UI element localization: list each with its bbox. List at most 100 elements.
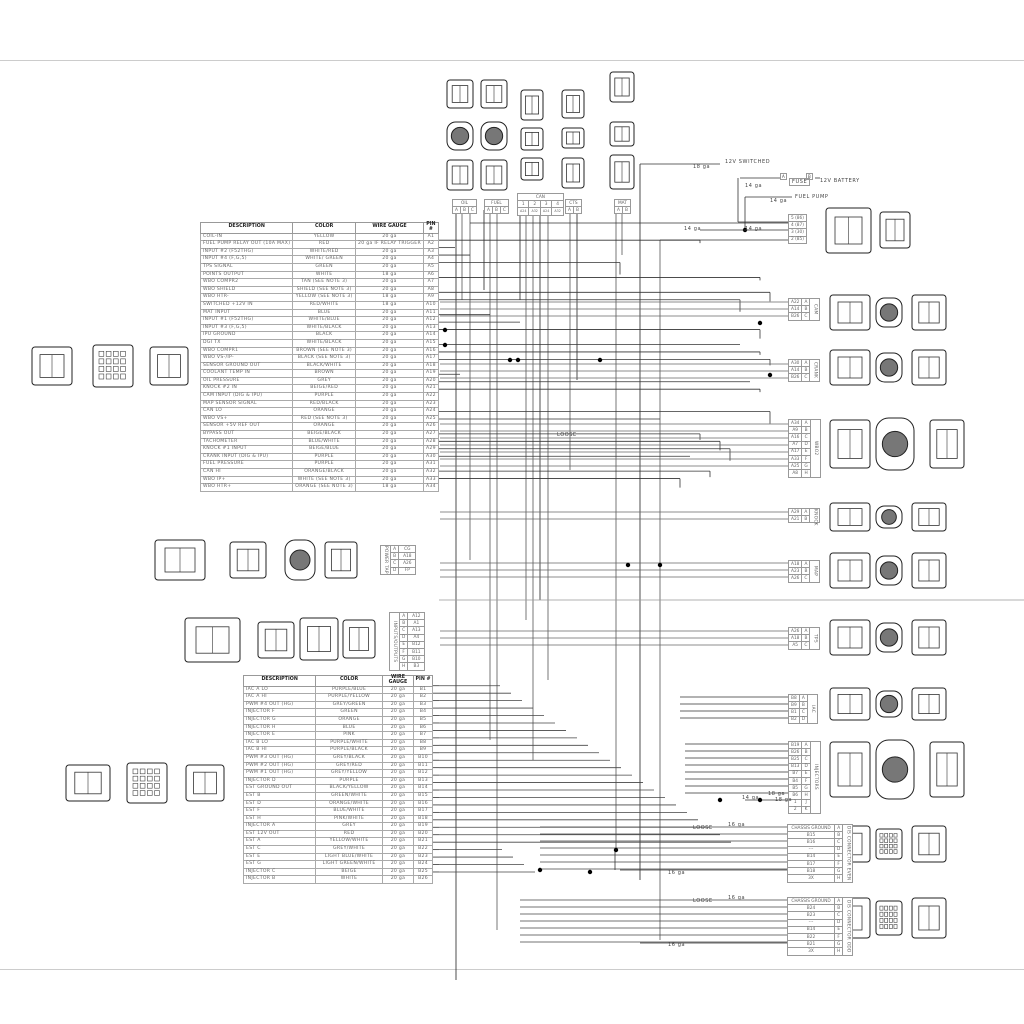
connector-name: OIL: [452, 198, 477, 208]
wire-gauge-cell: 20 ga: [355, 468, 424, 477]
pin-letter: D: [801, 440, 811, 449]
ecu-connector-b-face-part: [154, 768, 160, 775]
pin-source: B17: [787, 859, 835, 869]
wire-gauge-cell: 20 ga: [355, 308, 424, 318]
wire-gauge-cell: 20 ga: [381, 753, 415, 763]
pin-cell: B4: [413, 708, 433, 717]
pin-letter: G: [833, 867, 844, 876]
splice-dot: [442, 327, 448, 333]
pin-source: B26: [787, 748, 803, 757]
ecu-connector-b-face-part: [139, 768, 146, 775]
color-cell: BLACK/WHITE: [292, 361, 357, 371]
description-cell: INJECTOR C: [242, 867, 317, 877]
pin-letter: H: [801, 791, 811, 800]
pin-source: B9: [788, 701, 800, 710]
wire-gauge-cell: 20 ga: [381, 685, 415, 695]
component-connector-face-part: [884, 843, 889, 849]
color-cell: ORANGE/BLACK: [292, 468, 357, 477]
pin-source: ---: [787, 845, 835, 854]
relay-pin: 5 (86): [788, 213, 807, 223]
component-connector-back: [911, 897, 947, 939]
color-cell: BLACK/YELLOW: [315, 784, 383, 793]
component-connector-face-part: [881, 756, 909, 783]
pin-letter: G: [801, 462, 811, 471]
wire-gauge-cell: 20 ga: [381, 761, 415, 771]
relay-pin: 2 (85): [788, 235, 807, 244]
connector-name: TPS: [809, 627, 821, 650]
pin-source: CHASSIS GROUND: [787, 823, 835, 833]
pin-source: A13: [407, 626, 426, 635]
color-cell: LIGHT BLUE/WHITE: [315, 852, 383, 862]
wire-gauge-cell: 18 ga: [355, 270, 424, 280]
ecu-connector-b-face-part: [154, 775, 160, 782]
column-header: COLOR: [315, 675, 383, 687]
color-cell: GREEN: [315, 708, 383, 717]
io-connector: [299, 617, 339, 661]
ecu-connector-b-face-part: [139, 790, 146, 796]
wire-gauge-cell: 20 ga: [355, 452, 424, 462]
pin-cell: B10: [413, 753, 433, 763]
pin-letter: G: [398, 655, 409, 664]
splice-dot: [537, 867, 543, 873]
io-connector: [184, 617, 241, 663]
description-cell: KNOCK #1 INPUT: [199, 445, 294, 454]
wire-gauge-cell: 20 ga: [381, 693, 415, 702]
loose-label: LOOSE: [693, 898, 713, 904]
column-header: DESCRIPTION: [242, 675, 317, 687]
component-connector-face-part: [879, 358, 899, 377]
pin-cell: A17: [422, 354, 439, 363]
pin-letter: H: [833, 874, 844, 883]
component-connector-face-part: [884, 833, 889, 838]
connector-name: DIS CONNECTOR ODD: [842, 897, 854, 956]
pin-cell: A11: [422, 308, 439, 318]
fuse-pin-b: B: [806, 173, 814, 180]
component-connector-face-part: [884, 905, 889, 911]
pin-letter: C: [833, 838, 844, 847]
color-cell: LIGHT GREEN/WHITE: [315, 860, 383, 869]
pin-cell: A27: [422, 430, 439, 439]
ecu-connector-b-face-part: [147, 768, 153, 775]
pin-source: B23: [787, 911, 835, 920]
component-connector-face: [875, 739, 915, 800]
component-connector-face-part: [888, 849, 893, 854]
color-cell: ORANGE (SEE NOTE 3): [292, 483, 357, 492]
pin-source: A26: [787, 574, 803, 583]
pin-cell: B26: [413, 875, 433, 885]
description-cell: INPUT #1 (F52THG): [199, 316, 294, 325]
component-connector-face-part: [881, 509, 897, 525]
pin-source: A18: [787, 634, 803, 643]
pin-cell: A7: [422, 278, 439, 287]
pin-letter: F: [801, 776, 811, 786]
color-cell: BEIGE: [315, 867, 383, 877]
description-cell: INPUT #2 (F52THG): [199, 247, 294, 257]
pin-letter: A: [801, 297, 811, 307]
pin-letter: C: [801, 574, 811, 583]
description-cell: KNOCK #2 IN: [199, 384, 294, 394]
pin-letter: B: [801, 366, 811, 375]
pin-cell: B14: [413, 784, 433, 793]
pin-letter: B: [801, 634, 811, 643]
sensor-connector-side: [609, 154, 635, 190]
wire-gauge-cell: 20 ga: [355, 255, 424, 264]
sensor-connector-face: [480, 121, 508, 151]
color-cell: GREY/WHITE: [315, 845, 383, 854]
wire-gauge-cell: 20 ga: [355, 437, 424, 447]
color-cell: GREY: [292, 376, 357, 386]
component-connector-face-part: [893, 924, 898, 929]
pin-source: A22: [787, 297, 803, 307]
pin-cell: B7: [413, 731, 433, 740]
component-connector-face-part: [884, 924, 889, 929]
wire-gauge-cell: 20 ga: [355, 414, 424, 424]
component-connector-side: [829, 502, 871, 532]
sensor-connector-face: [520, 127, 544, 151]
pin-letter: H: [833, 947, 844, 956]
